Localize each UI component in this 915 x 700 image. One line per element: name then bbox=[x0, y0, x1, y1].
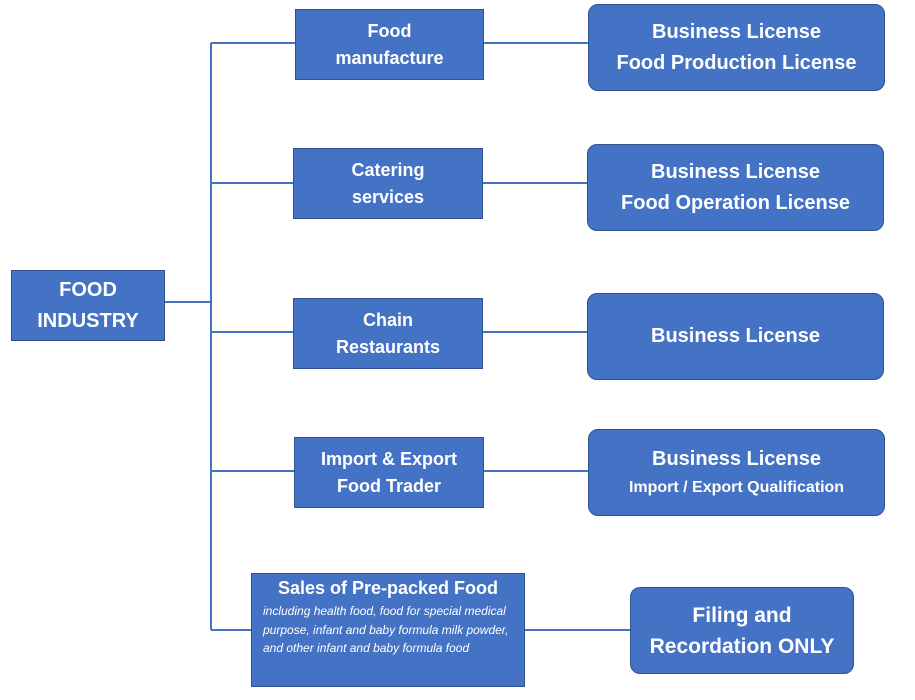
root-node-food-industry: FOOD INDUSTRY bbox=[11, 270, 165, 341]
category-node-import-export-trader: Import & Export Food Trader bbox=[294, 437, 484, 508]
category-description: including health food, food for special … bbox=[263, 604, 509, 655]
license-label-line: Business License bbox=[652, 448, 821, 470]
category-label-line: Import & Export bbox=[320, 448, 457, 469]
license-label-line: Recordation ONLY bbox=[649, 634, 835, 658]
license-node-food-manufacture: Business License Food Production License bbox=[588, 4, 885, 91]
license-label-line: Food Production License bbox=[616, 51, 857, 74]
license-label-line: Food Operation License bbox=[621, 191, 850, 214]
category-node-food-manufacture: Food manufacture bbox=[295, 9, 484, 80]
root-label-line-2: INDUSTRY bbox=[37, 309, 139, 332]
category-title: Sales of Pre-packed Food bbox=[277, 578, 499, 598]
license-node-catering-services: Business License Food Operation License bbox=[587, 144, 884, 231]
license-label-line: Business License bbox=[651, 160, 820, 183]
category-label-line: Chain bbox=[362, 309, 413, 330]
category-node-chain-restaurants: Chain Restaurants bbox=[293, 298, 483, 369]
root-label-line-1: FOOD bbox=[59, 278, 117, 301]
license-node-chain-restaurants: Business License bbox=[587, 293, 884, 380]
category-label-line: Catering bbox=[351, 159, 425, 180]
category-node-pre-packed-food-sales: Sales of Pre-packed Food including healt… bbox=[251, 573, 525, 687]
category-label-line: Restaurants bbox=[335, 336, 441, 357]
license-label-line: Business License bbox=[652, 20, 821, 43]
license-node-import-export-trader: Business License Import / Export Qualifi… bbox=[588, 429, 885, 516]
license-label-line: Filing and bbox=[692, 603, 792, 627]
license-node-pre-packed-food-sales: Filing and Recordation ONLY bbox=[630, 587, 854, 674]
category-label-line: Food Trader bbox=[336, 475, 441, 496]
license-label-line: Import / Export Qualification bbox=[628, 479, 845, 496]
category-node-catering-services: Catering services bbox=[293, 148, 483, 219]
category-label-line: Food bbox=[367, 20, 412, 41]
category-label-line: manufacture bbox=[335, 47, 444, 68]
category-label-line: services bbox=[351, 186, 425, 207]
license-label-line: Business License bbox=[651, 325, 820, 347]
